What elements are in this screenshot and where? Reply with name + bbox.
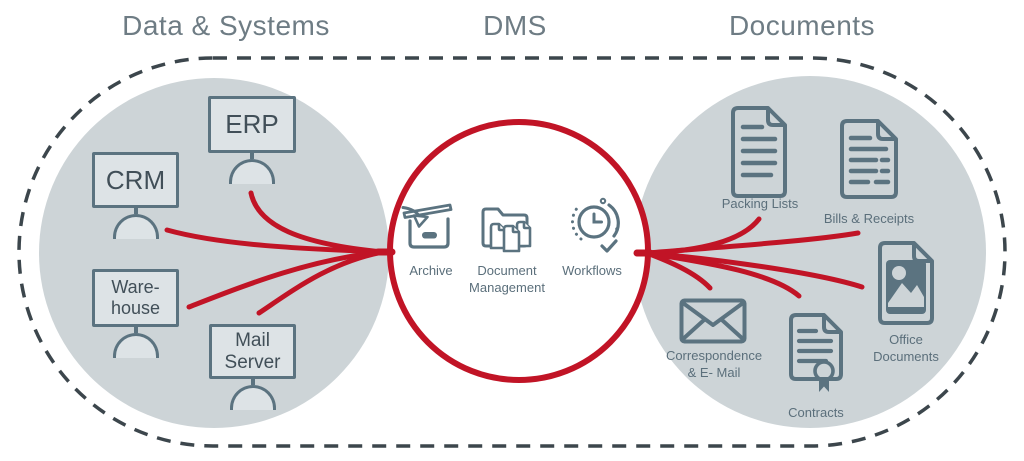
zone-title-data-systems: Data & Systems: [122, 10, 330, 41]
system-node-erp: ERP: [208, 96, 296, 184]
correspondence-email-icon: [679, 298, 747, 349]
packing-lists-icon: [727, 103, 791, 205]
monitor-screen: Mail Server: [209, 324, 296, 379]
system-label: ERP: [225, 109, 279, 139]
monitor-screen: Ware- house: [92, 269, 179, 327]
office-documents-icon: [874, 239, 938, 332]
system-label-line1: Ware-: [111, 277, 160, 297]
zone-title-dms: DMS: [483, 10, 547, 41]
system-node-warehouse: Ware- house: [92, 269, 179, 358]
system-label-line2: Server: [224, 351, 281, 373]
system-label: CRM: [105, 164, 166, 195]
office-documents-label: Office Documents: [873, 332, 939, 364]
monitor-screen: CRM: [92, 152, 179, 208]
monitor-stand: [92, 327, 179, 358]
monitor-stand: [92, 208, 179, 239]
zone-title-documents: Documents: [728, 10, 876, 41]
workflows-label: Workflows: [562, 263, 622, 278]
correspondence-email-label: Correspondence & E- Mail: [665, 348, 763, 380]
workflows-icon: [565, 195, 621, 258]
bills-receipts-label: Bills & Receipts: [823, 211, 915, 226]
system-label-line1: Mail: [235, 329, 270, 351]
document-management-icon: [479, 200, 537, 259]
contracts-icon: [786, 311, 848, 400]
monitor-stand: [209, 379, 296, 410]
contracts-label: Contracts: [788, 405, 844, 420]
archive-icon: [401, 194, 457, 257]
system-label-line2: house: [110, 298, 161, 318]
bills-receipts-icon: [836, 117, 902, 206]
monitor-stand: [208, 153, 296, 184]
system-node-crm: CRM: [92, 152, 179, 239]
monitor-screen: ERP: [208, 96, 296, 153]
system-node-mail-server: Mail Server: [209, 324, 296, 410]
